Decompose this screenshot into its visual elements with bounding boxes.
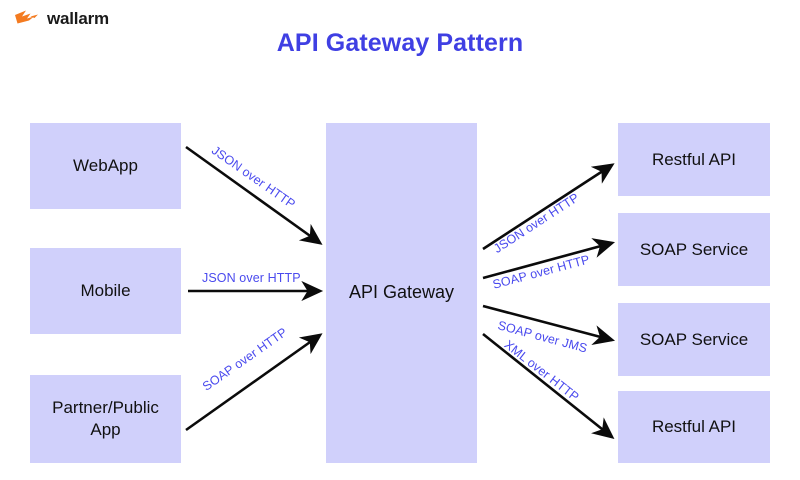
arrow-partner-to-gateway xyxy=(185,333,323,432)
edge-label-mobile-to-gateway: JSON over HTTP xyxy=(202,271,301,285)
node-partner-public-app-label: Partner/Public App xyxy=(52,398,159,439)
node-mobile[interactable]: Mobile xyxy=(30,248,181,334)
node-soap-service-2[interactable]: SOAP Service xyxy=(618,303,770,376)
node-api-gateway-label: API Gateway xyxy=(348,282,455,303)
arrow-gateway-to-soap-service-1 xyxy=(482,238,616,280)
node-restful-api-1[interactable]: Restful API xyxy=(618,123,770,196)
node-restful-api-1-label: Restful API xyxy=(651,149,737,169)
node-restful-api-2-label: Restful API xyxy=(651,417,737,437)
page-title: API Gateway Pattern xyxy=(276,29,524,57)
brand-logo: wallarm xyxy=(14,8,109,28)
brand-name: wallarm xyxy=(47,8,109,28)
wallarm-lightning-logo-icon xyxy=(15,10,38,24)
arrow-gateway-to-restful-api-1 xyxy=(482,163,615,251)
node-webapp[interactable]: WebApp xyxy=(30,123,181,209)
node-partner-public-app[interactable]: Partner/Public App xyxy=(30,375,181,463)
node-soap-service-2-label: SOAP Service xyxy=(639,329,749,349)
node-api-gateway[interactable]: API Gateway xyxy=(326,123,477,463)
node-soap-service-1-label: SOAP Service xyxy=(639,239,749,259)
arrow-gateway-to-restful-api-2 xyxy=(482,332,615,439)
arrow-gateway-to-soap-service-2 xyxy=(482,304,616,346)
arrow-webapp-to-gateway xyxy=(185,145,323,245)
node-webapp-label: WebApp xyxy=(73,156,138,176)
node-restful-api-2[interactable]: Restful API xyxy=(618,391,770,463)
node-mobile-label: Mobile xyxy=(80,281,131,301)
node-soap-service-1[interactable]: SOAP Service xyxy=(618,213,770,286)
